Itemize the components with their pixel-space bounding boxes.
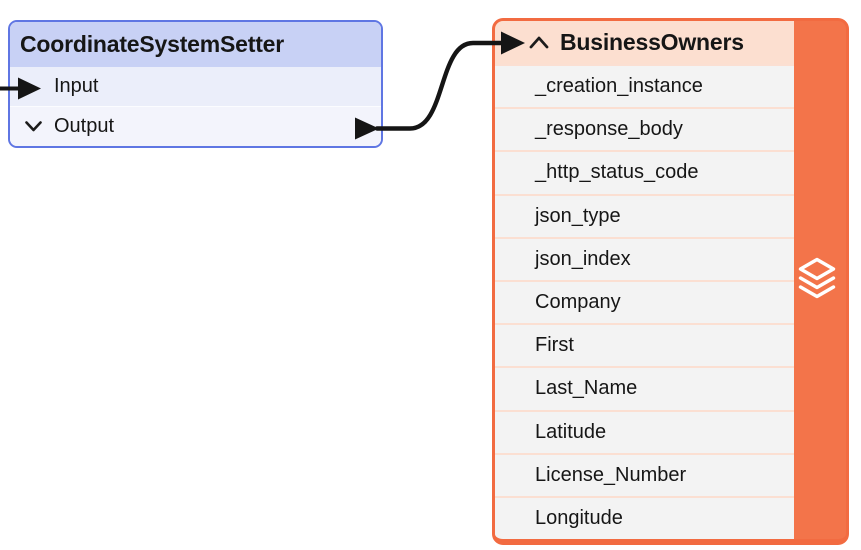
- port-output[interactable]: Output: [10, 106, 381, 146]
- chevron-up-icon[interactable]: [529, 36, 549, 49]
- node-title: CoordinateSystemSetter: [20, 31, 285, 57]
- attribute-row[interactable]: Longitude: [495, 495, 794, 539]
- attribute-row[interactable]: First: [495, 323, 794, 367]
- attribute-row[interactable]: Company: [495, 279, 794, 324]
- node-header[interactable]: CoordinateSystemSetter: [10, 22, 381, 67]
- attribute-row[interactable]: _response_body: [495, 107, 794, 151]
- attribute-row[interactable]: _http_status_code: [495, 150, 794, 194]
- attribute-row[interactable]: json_index: [495, 236, 794, 280]
- port-input[interactable]: Input: [10, 67, 381, 106]
- layers-icon[interactable]: [797, 257, 837, 303]
- node-header[interactable]: BusinessOwners: [495, 21, 794, 64]
- port-label: Input: [54, 75, 99, 97]
- attribute-row[interactable]: Last_Name: [495, 366, 794, 410]
- attribute-row[interactable]: json_type: [495, 193, 794, 237]
- attribute-row[interactable]: _creation_instance: [495, 64, 794, 108]
- attribute-row[interactable]: License_Number: [495, 452, 794, 496]
- node-coordinatesystemsetter[interactable]: CoordinateSystemSetter Input Output: [8, 20, 383, 148]
- node-businessowners[interactable]: BusinessOwners _creation_instance_respon…: [492, 18, 849, 545]
- node-title: BusinessOwners: [560, 29, 744, 55]
- attribute-list: _creation_instance_response_body_http_st…: [495, 64, 794, 539]
- attribute-row[interactable]: Latitude: [495, 409, 794, 453]
- port-label: Output: [54, 115, 115, 137]
- chevron-down-icon[interactable]: [21, 121, 45, 132]
